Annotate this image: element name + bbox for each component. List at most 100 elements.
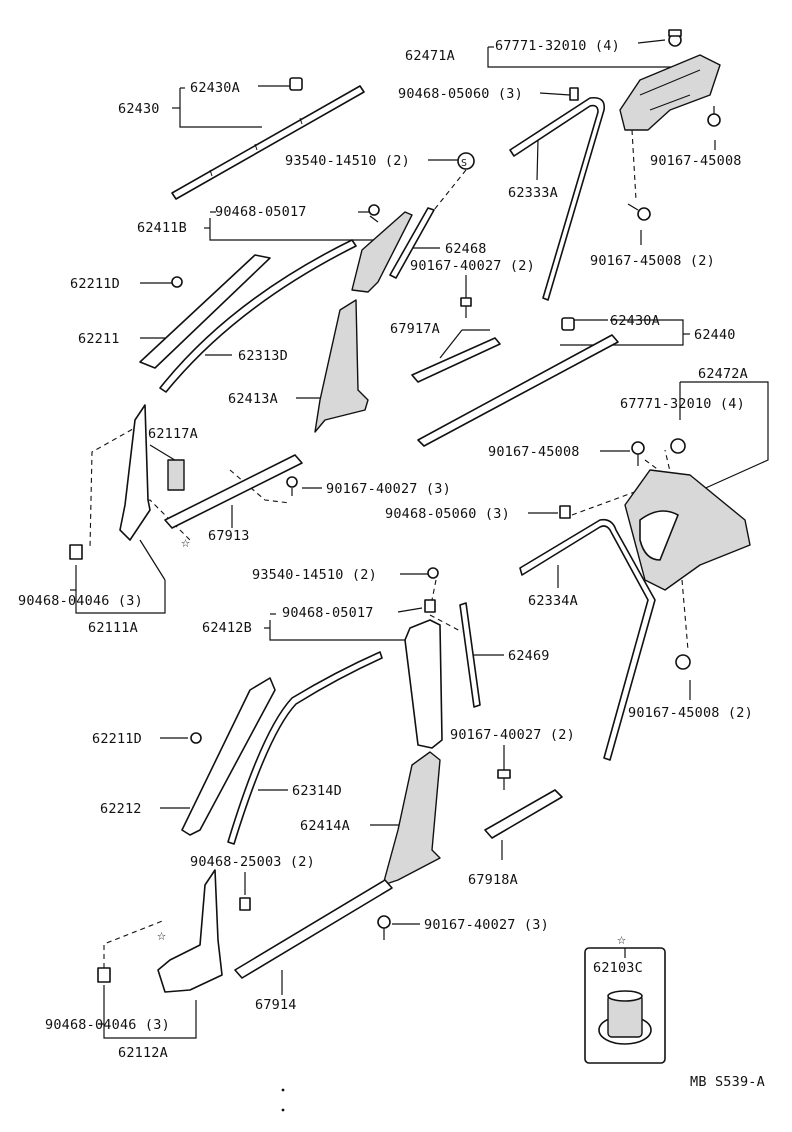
part-62472a-quarter-trim	[624, 469, 751, 591]
callout-62112a: 62112A	[118, 1045, 168, 1061]
clip-93540-lower	[427, 567, 439, 579]
callout-62430a-top: 62430A	[190, 80, 240, 96]
part-62334a-weatherstrip	[519, 518, 656, 761]
part-62413a-pillar	[314, 299, 369, 433]
callout-90468-05017-top: 90468-05017	[215, 204, 307, 220]
callout-labels: 62471A 67771-32010 (4) 62430A 62430 9046…	[18, 38, 765, 1090]
callout-90167-45008-mid: 90167-45008	[488, 444, 580, 460]
part-62211-molding	[139, 254, 271, 369]
callout-90468-05060-top: 90468-05060 (3)	[398, 86, 523, 102]
callout-90468-25003: 90468-25003 (2)	[190, 854, 315, 870]
callout-90468-04046-upper: 90468-04046 (3)	[18, 593, 143, 609]
callout-62412b: 62412B	[202, 620, 252, 636]
star-icon-box: ☆	[617, 930, 626, 948]
callout-62211: 62211	[78, 331, 120, 347]
clip-62211d-lower	[190, 732, 202, 744]
fastener-67771-mid	[670, 438, 686, 454]
screw-90167-40027-upper	[460, 297, 472, 318]
callout-67918a: 67918A	[468, 872, 518, 888]
star-icon-lower: ☆	[157, 926, 166, 944]
callout-62211d-upper: 62211D	[70, 276, 120, 292]
fastener-67771-top	[668, 29, 682, 47]
part-67917a-plate	[411, 337, 501, 383]
drawing-code: MB S539-A	[690, 1074, 765, 1090]
callout-90167-45008-top: 90167-45008	[650, 153, 742, 169]
clip-90468-04046-lower	[97, 967, 111, 983]
star-symbols: ☆ ☆ ☆	[157, 533, 626, 948]
callout-62333a: 62333A	[508, 185, 558, 201]
part-62333a-weatherstrip	[509, 96, 606, 301]
part-62313d-weatherstrip	[159, 239, 357, 393]
callout-67917a: 67917A	[390, 321, 440, 337]
callout-93540-14510-lower: 93540-14510 (2)	[252, 567, 377, 583]
callout-90167-45008-pair: 90167-45008 (2)	[590, 253, 715, 269]
callout-62212: 62212	[100, 801, 142, 817]
callout-62471a: 62471A	[405, 48, 455, 64]
callout-62211d-lower: 62211D	[92, 731, 142, 747]
clip-90468-25003	[239, 897, 251, 911]
screw-90167-45008-pair	[627, 203, 651, 221]
callout-90167-40027-upper: 90167-40027 (2)	[410, 258, 535, 274]
callout-67771-32010-top: 67771-32010 (4)	[495, 38, 620, 54]
callout-62411b: 62411B	[137, 220, 187, 236]
callout-62413a: 62413A	[228, 391, 278, 407]
screw-90167-45008-lower	[675, 654, 691, 670]
callout-90468-05060-mid: 90468-05060 (3)	[385, 506, 510, 522]
callout-90468-05017-lower: 90468-05017	[282, 605, 374, 621]
part-62471a-quarter-trim	[619, 54, 721, 131]
callout-62430: 62430	[118, 101, 160, 117]
part-62414a-pillar	[382, 751, 441, 886]
clip-62430a	[289, 77, 303, 91]
part-62440-molding	[417, 334, 619, 447]
callout-62414a: 62414A	[300, 818, 350, 834]
clip-90468-05017-lower	[424, 599, 436, 613]
callout-62314d: 62314D	[292, 783, 342, 799]
part-62212-trim	[181, 677, 276, 836]
callout-62440: 62440	[694, 327, 736, 343]
callout-62468: 62468	[445, 241, 487, 257]
callout-90468-04046-lower: 90468-04046 (3)	[45, 1017, 170, 1033]
callout-62469: 62469	[508, 648, 550, 664]
part-62117a	[167, 459, 185, 491]
screw-90167-40027-lower-3	[377, 915, 391, 940]
callout-62117a: 62117A	[148, 426, 198, 442]
screw-90167-40027-lower	[497, 769, 511, 790]
callout-90167-45008-lower: 90167-45008 (2)	[628, 705, 753, 721]
screw-90167-45008-top	[707, 106, 721, 127]
callout-90167-40027-lower: 90167-40027 (2)	[450, 727, 575, 743]
part-62314d-weatherstrip	[227, 651, 383, 845]
clip-90468-04046-upper	[69, 544, 83, 560]
part-62430-molding	[171, 85, 365, 200]
callout-67914: 67914	[255, 997, 297, 1013]
part-62411b-pillar	[351, 211, 413, 293]
part-62103c-box	[584, 947, 666, 1064]
clip-90468-05060-top	[569, 87, 579, 101]
callout-67913: 67913	[208, 528, 250, 544]
callout-62103c: 62103C	[593, 960, 643, 976]
callout-62313d: 62313D	[238, 348, 288, 364]
part-67918a-plate	[484, 789, 563, 839]
star-icon-mid: ☆	[181, 533, 190, 551]
callout-62334a: 62334A	[528, 593, 578, 609]
screw-90167-40027-mid	[286, 476, 298, 496]
part-62112a-trim	[157, 869, 223, 993]
svg-text:S: S	[461, 158, 467, 169]
leader-lines	[70, 39, 769, 1039]
callout-90167-40027-mid: 90167-40027 (3)	[326, 481, 451, 497]
parts: S	[69, 29, 751, 1112]
clip-62211d-upper	[171, 276, 183, 288]
part-62111a-trim	[119, 404, 151, 541]
part-62412b-pillar	[404, 619, 443, 749]
clip-90468-05017-top	[368, 204, 380, 223]
callout-67771-32010-mid: 67771-32010 (4)	[620, 396, 745, 412]
clip-62430a-lower	[561, 317, 575, 331]
callout-62111a: 62111A	[88, 620, 138, 636]
callout-62430a-lower: 62430A	[610, 313, 660, 329]
callout-90167-40027-lower-3: 90167-40027 (3)	[424, 917, 549, 933]
part-67913-plate	[164, 454, 303, 529]
part-62468-strip	[389, 207, 435, 279]
clip-90468-05060-mid	[559, 505, 571, 519]
part-62469-strip	[459, 602, 481, 708]
callout-93540-14510-top: 93540-14510 (2)	[285, 153, 410, 169]
